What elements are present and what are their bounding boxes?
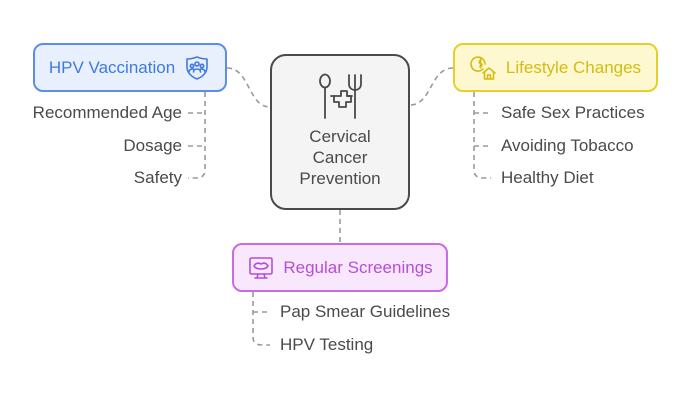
monitor-cervix-icon xyxy=(247,254,275,282)
center-title-line-2: Cancer xyxy=(312,148,368,167)
screening-item-pap-smear-guidelines[interactable]: Pap Smear Guidelines xyxy=(280,302,451,321)
hpv-item-safety[interactable]: Safety xyxy=(133,168,182,187)
lifestyle-changes-label: Lifestyle Changes xyxy=(505,57,642,77)
shield-people-icon xyxy=(183,54,211,82)
connector-screening-branch xyxy=(252,292,270,346)
hpv-item-recommended-age[interactable]: Recommended Age xyxy=(32,103,182,122)
hpv-vaccination-label: HPV Vaccination xyxy=(48,57,176,77)
connector-lifestyle-center xyxy=(409,67,454,106)
center-title: Cervical Cancer Prevention xyxy=(299,126,380,189)
dollar-house-icon xyxy=(470,54,498,82)
hpv-vaccination-node[interactable]: HPV Vaccination xyxy=(33,43,227,92)
spoon-fork-medical-cross-icon xyxy=(319,73,362,119)
center-title-line-1: Cervical xyxy=(309,127,371,146)
lifestyle-item-avoiding-tobacco[interactable]: Avoiding Tobacco xyxy=(501,136,634,155)
connector-hpv-branch xyxy=(188,92,206,179)
connector-hpv-center xyxy=(226,67,271,108)
hpv-item-dosage[interactable]: Dosage xyxy=(123,136,182,155)
lifestyle-item-healthy-diet[interactable]: Healthy Diet xyxy=(501,168,594,187)
regular-screenings-label: Regular Screenings xyxy=(283,257,433,277)
screening-item-hpv-testing[interactable]: HPV Testing xyxy=(280,335,374,354)
cervical-cancer-prevention-node[interactable]: Cervical Cancer Prevention xyxy=(270,54,410,210)
lifestyle-item-safe-sex-practices[interactable]: Safe Sex Practices xyxy=(501,103,645,122)
connector-lifestyle-branch xyxy=(473,92,491,179)
lifestyle-changes-node[interactable]: Lifestyle Changes xyxy=(453,43,658,92)
regular-screenings-node[interactable]: Regular Screenings xyxy=(232,243,448,292)
center-title-line-3: Prevention xyxy=(299,169,381,188)
